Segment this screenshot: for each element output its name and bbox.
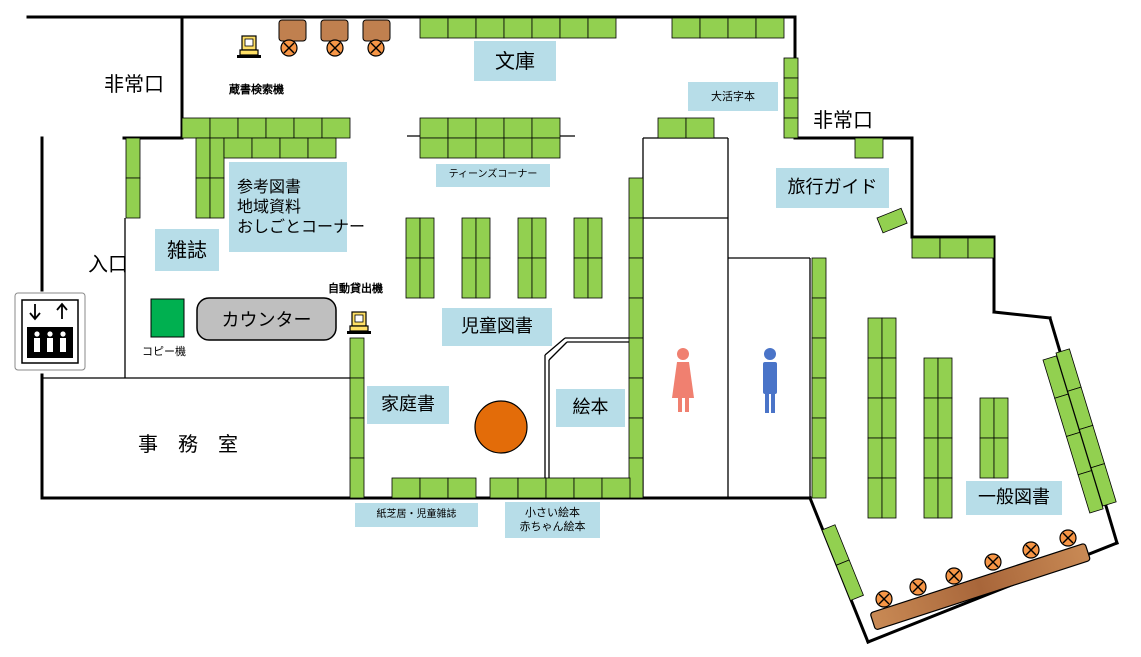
section-general-books: 一般図書 bbox=[966, 481, 1062, 515]
entrance-label: 入口 bbox=[88, 252, 128, 276]
bookshelves bbox=[125, 17, 1117, 601]
section-large-print: 大活字本 bbox=[688, 82, 778, 111]
office-label: 事 務 室 bbox=[138, 432, 238, 456]
section-small-picture-books: 小さい絵本 赤ちゃん絵本 bbox=[505, 502, 600, 538]
reference-line-1: 参考図書 bbox=[237, 177, 302, 196]
reference-line-3: おしごとコーナー bbox=[237, 217, 366, 236]
emergency-exit-right: 非常口 bbox=[813, 108, 873, 132]
section-kamishibai: 紙芝居・児童雑誌 bbox=[355, 503, 478, 527]
section-childrens-books: 児童図書 bbox=[442, 308, 552, 346]
self-checkout-label: 自動貸出機 bbox=[328, 282, 383, 295]
female-restroom-icon bbox=[672, 348, 694, 412]
walls bbox=[26, 15, 1119, 644]
copier-label: コピー機 bbox=[142, 345, 186, 358]
catalog-search-terminal-icon bbox=[236, 35, 262, 59]
male-restroom-icon bbox=[763, 348, 777, 413]
counter-label: カウンター bbox=[221, 310, 312, 331]
section-reference: 参考図書 地域資料 おしごとコーナー bbox=[229, 162, 365, 252]
counter-desk bbox=[196, 297, 337, 341]
elevator-icon bbox=[14, 292, 86, 371]
section-teens: ティーンズコーナー bbox=[436, 164, 550, 187]
small-picture-books-line-1: 小さい絵本 bbox=[525, 506, 580, 520]
section-magazines: 雑誌 bbox=[155, 229, 219, 271]
small-picture-books-line-2: 赤ちゃん絵本 bbox=[519, 520, 586, 533]
chairs-top bbox=[278, 19, 391, 57]
self-checkout-terminal-icon bbox=[346, 311, 372, 335]
reading-table bbox=[870, 529, 1091, 630]
section-travel-guide: 旅行ガイド bbox=[776, 168, 889, 208]
section-picture-books: 絵本 bbox=[556, 389, 625, 427]
round-table bbox=[474, 400, 528, 454]
section-bunko: 文庫 bbox=[474, 41, 556, 81]
copier-icon bbox=[150, 298, 185, 338]
emergency-exit-left: 非常口 bbox=[104, 72, 164, 96]
section-home-books: 家庭書 bbox=[367, 386, 449, 424]
reference-line-2: 地域資料 bbox=[237, 197, 302, 216]
catalog-search-label: 蔵書検索機 bbox=[229, 83, 284, 96]
